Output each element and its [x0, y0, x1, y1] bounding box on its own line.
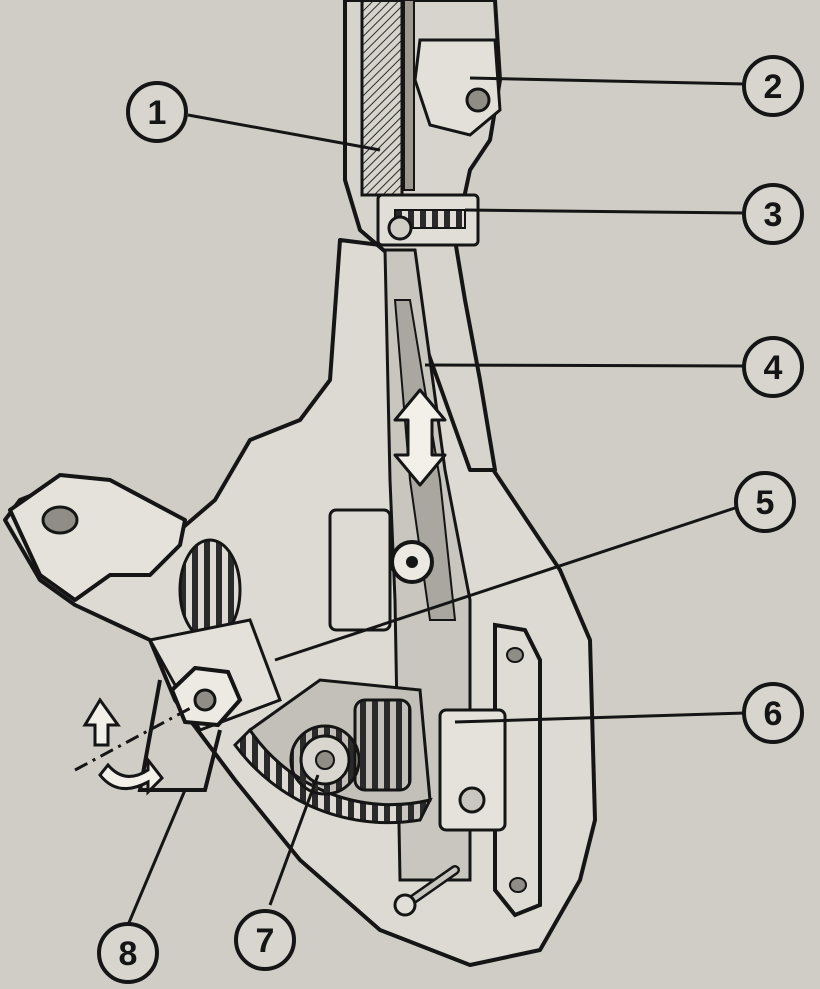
fixing-screw — [393, 865, 460, 917]
callout-6-label: 6 — [764, 695, 783, 733]
left-mounting-hole — [41, 505, 79, 535]
callout-3-label: 3 — [764, 196, 783, 234]
callout-5: 5 — [734, 471, 796, 533]
motor-clip — [438, 708, 507, 832]
rotation-arrow-return-icon — [98, 755, 164, 796]
callout-8: 8 — [97, 922, 159, 984]
callout-8-label: 8 — [119, 935, 138, 973]
callout-3: 3 — [742, 183, 804, 245]
drive-spur-gear — [353, 698, 412, 792]
leader-line-5 — [274, 506, 736, 662]
left-mounting-bracket — [8, 473, 187, 602]
callout-1-label: 1 — [148, 94, 167, 132]
callout-7-label: 7 — [256, 922, 275, 960]
leader-line-3 — [464, 208, 746, 215]
plate-hole-bottom — [509, 877, 527, 893]
leader-line-2 — [469, 76, 746, 86]
callout-6: 6 — [742, 682, 804, 744]
pulley-bracket — [328, 508, 392, 632]
leader-line-4 — [424, 363, 746, 368]
callout-5-label: 5 — [756, 484, 775, 522]
leader-lines — [126, 76, 746, 926]
mounting-plate — [493, 622, 542, 918]
leader-line-8 — [126, 789, 187, 926]
upper-mounting-hole — [465, 87, 491, 113]
callout-7: 7 — [234, 909, 296, 971]
leader-line-1 — [187, 113, 381, 152]
leader-line-6 — [454, 711, 746, 724]
callout-1: 1 — [126, 81, 188, 143]
rotation-axis — [74, 701, 201, 772]
plate-hole-top — [506, 647, 524, 663]
callout-2-label: 2 — [764, 68, 783, 106]
cable-rack — [360, 0, 404, 197]
callout-4: 4 — [742, 336, 804, 398]
callout-2: 2 — [742, 55, 804, 117]
crank-arm — [137, 679, 222, 792]
upper-mounting-tab — [413, 38, 502, 137]
callout-4-label: 4 — [764, 349, 783, 387]
rotation-arrow-icon — [82, 697, 121, 747]
leader-line-7 — [268, 774, 320, 906]
up-down-arrow-icon — [393, 388, 447, 487]
